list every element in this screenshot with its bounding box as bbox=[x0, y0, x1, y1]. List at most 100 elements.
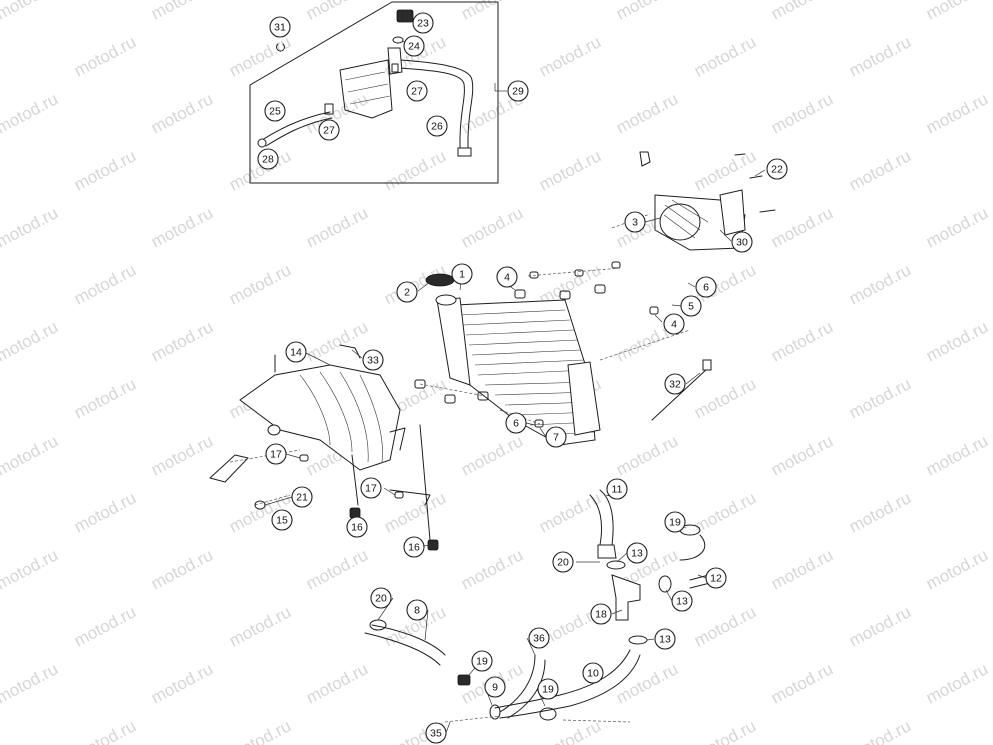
watermark-text: motod.ru bbox=[691, 488, 759, 536]
callout-bubble bbox=[271, 509, 293, 531]
watermark-text: motod.ru bbox=[613, 659, 681, 707]
watermark-text: motod.ru bbox=[0, 659, 61, 707]
callout-number: 24 bbox=[408, 41, 420, 53]
watermark-text: motod.ru bbox=[536, 716, 604, 745]
callout-number: 33 bbox=[367, 355, 379, 367]
callout-number: 11 bbox=[612, 484, 623, 496]
watermark-text: motod.ru bbox=[768, 203, 836, 251]
callout-number: 28 bbox=[262, 154, 274, 166]
callout-bubble bbox=[664, 511, 686, 533]
callout-bubble bbox=[505, 412, 527, 434]
watermark-text: motod.ru bbox=[923, 317, 991, 365]
callout-12: 12 bbox=[705, 567, 727, 589]
callout-number: 22 bbox=[771, 164, 783, 176]
watermark-text: motod.ru bbox=[71, 146, 139, 194]
callout-bubble bbox=[552, 551, 574, 573]
callout-11: 11 bbox=[606, 478, 628, 500]
callout-bubble bbox=[257, 148, 279, 170]
callout-33: 33 bbox=[362, 349, 384, 371]
callout-32: 32 bbox=[664, 373, 686, 395]
callout-bubble bbox=[537, 678, 559, 700]
watermark-text: motod.ru bbox=[923, 545, 991, 593]
callout-bubble bbox=[451, 263, 473, 285]
watermark-text: motod.ru bbox=[923, 203, 991, 251]
callout-31: 31 bbox=[269, 16, 291, 38]
callout-9: 9 bbox=[484, 676, 506, 698]
watermark-text: motod.ru bbox=[846, 488, 914, 536]
watermark-text: motod.ru bbox=[148, 659, 216, 707]
watermark-text: motod.ru bbox=[71, 488, 139, 536]
callout-number: 30 bbox=[736, 237, 748, 249]
callout-bubble bbox=[269, 16, 291, 38]
watermark-text: motod.ru bbox=[846, 716, 914, 745]
callout-bubble bbox=[264, 100, 286, 122]
callout-5: 5 bbox=[680, 295, 702, 317]
watermark-text: motod.ru bbox=[846, 602, 914, 650]
watermark-text: motod.ru bbox=[846, 374, 914, 422]
watermark-text: motod.ru bbox=[303, 659, 371, 707]
callout-17: 17 bbox=[360, 477, 382, 499]
callout-26: 26 bbox=[426, 115, 448, 137]
callout-number: 12 bbox=[710, 573, 722, 585]
callout-number: 10 bbox=[587, 668, 599, 680]
watermark-text: motod.ru bbox=[846, 260, 914, 308]
callout-bubble bbox=[426, 115, 448, 137]
callout-24: 24 bbox=[403, 35, 425, 57]
watermark-text: motod.ru bbox=[148, 431, 216, 479]
callout-27: 27 bbox=[406, 80, 428, 102]
watermark-text: motod.ru bbox=[923, 0, 991, 24]
callout-bubble bbox=[606, 478, 628, 500]
callout-number: 16 bbox=[351, 522, 363, 534]
coolant-probe bbox=[651, 359, 712, 421]
radiator bbox=[414, 261, 691, 446]
callout-number: 4 bbox=[671, 319, 677, 331]
watermark-text: motod.ru bbox=[923, 659, 991, 707]
callout-bubble bbox=[403, 536, 425, 558]
watermark-text: motod.ru bbox=[148, 203, 216, 251]
callout-16: 16 bbox=[346, 516, 368, 538]
callout-19: 19 bbox=[537, 678, 559, 700]
watermark-text: motod.ru bbox=[458, 203, 526, 251]
callout-16: 16 bbox=[403, 536, 425, 558]
callout-29: 29 bbox=[507, 80, 529, 102]
watermark-text: motod.ru bbox=[226, 260, 294, 308]
watermark-text: motod.ru bbox=[458, 0, 526, 24]
watermark-text: motod.ru bbox=[0, 317, 61, 365]
callout-number: 6 bbox=[513, 418, 519, 430]
callout-number: 13 bbox=[676, 596, 688, 608]
callout-number: 19 bbox=[476, 656, 488, 668]
callout-bubble bbox=[370, 587, 392, 609]
callout-bubble bbox=[318, 119, 340, 141]
callout-bubble bbox=[507, 80, 529, 102]
watermark-text: motod.ru bbox=[846, 32, 914, 80]
callout-bubble bbox=[265, 443, 287, 465]
watermark-text: motod.ru bbox=[846, 146, 914, 194]
watermark-text: motod.ru bbox=[148, 545, 216, 593]
callout-19: 19 bbox=[471, 650, 493, 672]
callout-bubble bbox=[496, 266, 518, 288]
callout-13: 13 bbox=[654, 628, 676, 650]
callout-2: 2 bbox=[396, 281, 418, 303]
callout-number: 13 bbox=[631, 548, 643, 560]
callout-number: 18 bbox=[595, 609, 607, 621]
callout-bubble bbox=[291, 486, 313, 508]
coolant-hoses bbox=[364, 489, 723, 723]
watermark-text: motod.ru bbox=[536, 32, 604, 80]
callout-number: 32 bbox=[669, 379, 681, 391]
callout-number: 35 bbox=[430, 728, 442, 740]
watermark-text: motod.ru bbox=[768, 659, 836, 707]
callout-18: 18 bbox=[590, 603, 612, 625]
callout-25: 25 bbox=[264, 100, 286, 122]
callout-number: 16 bbox=[408, 542, 420, 554]
watermark-text: motod.ru bbox=[226, 602, 294, 650]
watermark-text: motod.ru bbox=[303, 317, 371, 365]
callout-number: 3 bbox=[632, 217, 638, 229]
watermark-text: motod.ru bbox=[381, 146, 449, 194]
inset-box bbox=[249, 1, 499, 184]
callout-15: 15 bbox=[271, 509, 293, 531]
callout-number: 19 bbox=[669, 517, 681, 529]
callout-bubble bbox=[663, 313, 685, 335]
watermark-text: motod.ru bbox=[691, 146, 759, 194]
callout-21: 21 bbox=[291, 486, 313, 508]
